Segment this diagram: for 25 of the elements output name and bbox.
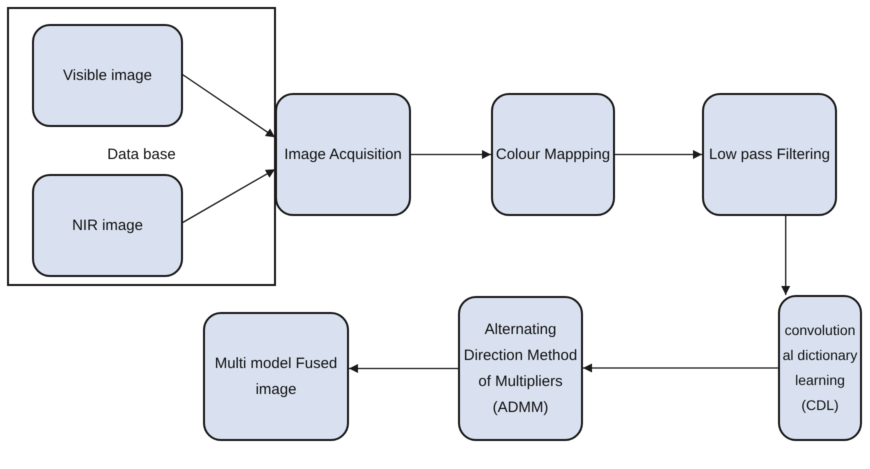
- group-frame: [7, 7, 276, 286]
- process-box: [458, 296, 583, 441]
- process-box: [491, 93, 615, 216]
- box-label: Visible image: [63, 66, 152, 86]
- process-box: [702, 93, 837, 216]
- group-label: Data base: [106, 145, 177, 165]
- process-box: [203, 312, 349, 441]
- process-box: [32, 24, 183, 127]
- box-label: Alternating Direction Method of Multipliers (ADMM): [462, 320, 578, 418]
- process-box: [275, 93, 411, 216]
- arrow: [180, 168, 276, 224]
- box-label: convolution al dictionary learning (CDL): [782, 321, 858, 415]
- process-box: [778, 295, 862, 441]
- box-label: Colour Mappping: [496, 144, 610, 164]
- arrow: [349, 364, 458, 374]
- arrow: [615, 150, 702, 160]
- process-box: [32, 174, 183, 277]
- arrow: [180, 72, 276, 138]
- arrow: [583, 363, 778, 373]
- box-label: Low pass Filtering: [709, 144, 830, 164]
- box-label: Image Acquisition: [284, 144, 402, 164]
- arrow: [411, 150, 491, 160]
- arrow: [781, 216, 790, 295]
- box-label: NIR image: [72, 216, 143, 236]
- box-label: Multi model Fused image: [214, 354, 338, 400]
